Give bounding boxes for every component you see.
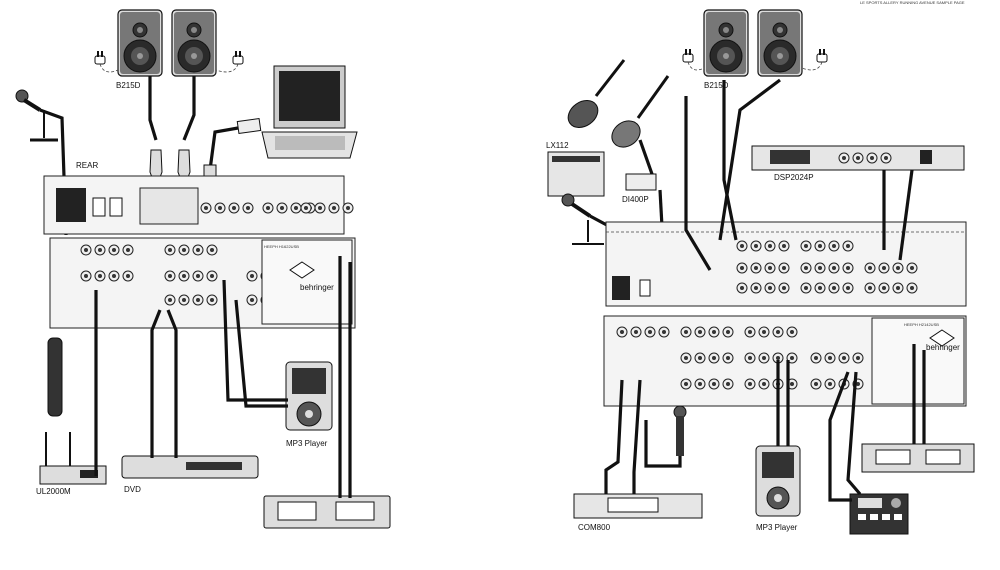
right-mixer-model: HEEPH H2142USB bbox=[904, 322, 939, 327]
di-box bbox=[625, 173, 657, 191]
laptop-icon bbox=[261, 65, 358, 159]
electric-guitar-icon bbox=[611, 75, 670, 148]
left-mixer-brand: behringer bbox=[300, 283, 334, 292]
amp-label: LX112 bbox=[546, 141, 569, 150]
right-mixer-brand: behringer bbox=[926, 343, 960, 352]
left-speakers-label: B215D bbox=[116, 81, 141, 90]
wireless-receiver-icon bbox=[39, 432, 107, 485]
usb-plug-icon bbox=[203, 117, 262, 182]
power-plug-icon bbox=[816, 48, 828, 63]
mp3-player-icon bbox=[755, 445, 801, 517]
electric-guitar-icon bbox=[567, 59, 626, 128]
behringer-logo-icon bbox=[289, 261, 315, 279]
rack-unit-icon bbox=[751, 145, 965, 171]
handheld-mic-icon bbox=[47, 337, 63, 417]
guitar-amp bbox=[547, 151, 605, 197]
left-mp3-label: MP3 Player bbox=[286, 439, 328, 448]
dvd-label: DVD bbox=[124, 485, 141, 494]
power-plug-icon bbox=[682, 48, 694, 63]
right-mp3-label: MP3 Player bbox=[756, 523, 798, 532]
microphone-icon bbox=[561, 193, 604, 245]
right-speaker-left bbox=[703, 9, 749, 77]
header-tiny-text: LE SPORTS ALLERY RUNNING AVENUE SAMPLE P… bbox=[860, 0, 965, 5]
microphone-icon bbox=[15, 89, 58, 142]
right-setup: B215D LX112 DI400P bbox=[546, 9, 975, 535]
left-speaker-right bbox=[171, 9, 217, 77]
di-label: DI400P bbox=[622, 195, 649, 204]
handheld-mic-icon bbox=[673, 405, 687, 456]
left-mixer-model: HEEPH H1622USB bbox=[264, 244, 299, 249]
cassette-deck-icon bbox=[263, 495, 391, 529]
compressor-unit bbox=[573, 493, 703, 519]
rear-label: REAR bbox=[76, 161, 98, 170]
power-plug-icon bbox=[232, 50, 244, 65]
right-speakers-label: B215D bbox=[704, 81, 729, 90]
compressor-label: COM800 bbox=[578, 523, 611, 532]
wireless-label: UL2000M bbox=[36, 487, 71, 496]
power-plug-icon bbox=[94, 50, 106, 65]
right-speaker-right bbox=[757, 9, 803, 77]
dvd-player-icon bbox=[121, 455, 259, 479]
left-setup: B215D REAR bbox=[15, 9, 391, 529]
drum-machine-icon bbox=[849, 493, 909, 535]
left-speaker-left bbox=[117, 9, 163, 77]
behringer-logo-icon bbox=[929, 329, 955, 347]
effects-label: DSP2024P bbox=[774, 173, 814, 182]
cassette-deck-icon bbox=[861, 443, 975, 473]
mp3-player-icon bbox=[285, 361, 333, 431]
